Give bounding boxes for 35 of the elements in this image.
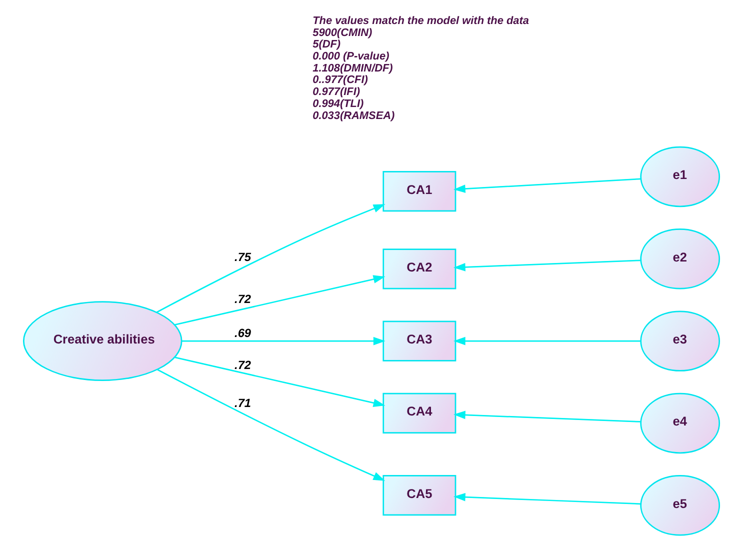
arrow [452,410,640,422]
node-box: CA1 [382,171,456,212]
arrow [174,275,385,326]
label: 0.033(RAMSEA) [312,110,394,122]
node-ellipse: e2 [640,228,720,290]
node-box: CA2 [382,248,456,290]
edge-label: .72 [234,358,251,372]
arrow [181,336,385,346]
node-box: CA5 [382,475,456,516]
arrow [452,260,640,272]
edge-label: .72 [234,292,251,306]
edge-label: .71 [234,396,251,410]
label: 0..977(CFI) [312,74,368,86]
edge-label: .69 [234,326,251,340]
node-ellipse: e4 [640,392,720,454]
label: 0.000 (P-value) [312,50,389,62]
arrow [156,369,385,481]
label: 5900(CMIN) [312,26,372,39]
label: 0.994(TLI) [312,98,364,110]
label: The values match the model with the data [312,14,528,27]
arrow [452,336,640,346]
arrow [174,356,385,407]
arrow [452,178,640,193]
node-ellipse: e5 [640,475,720,536]
node-box: CA4 [382,392,456,434]
node-ellipse: Creative abilities [22,301,182,381]
node-ellipse: e1 [640,146,720,208]
edge-label: .75 [234,250,251,264]
label: 0.977(IFI) [312,86,360,98]
node-ellipse: e3 [640,310,720,372]
label: 5(DF) [312,38,340,51]
node-box: CA3 [382,320,456,362]
arrow [452,492,640,505]
label: 1.108(DMIN/DF) [312,62,392,74]
arrow [156,204,385,313]
